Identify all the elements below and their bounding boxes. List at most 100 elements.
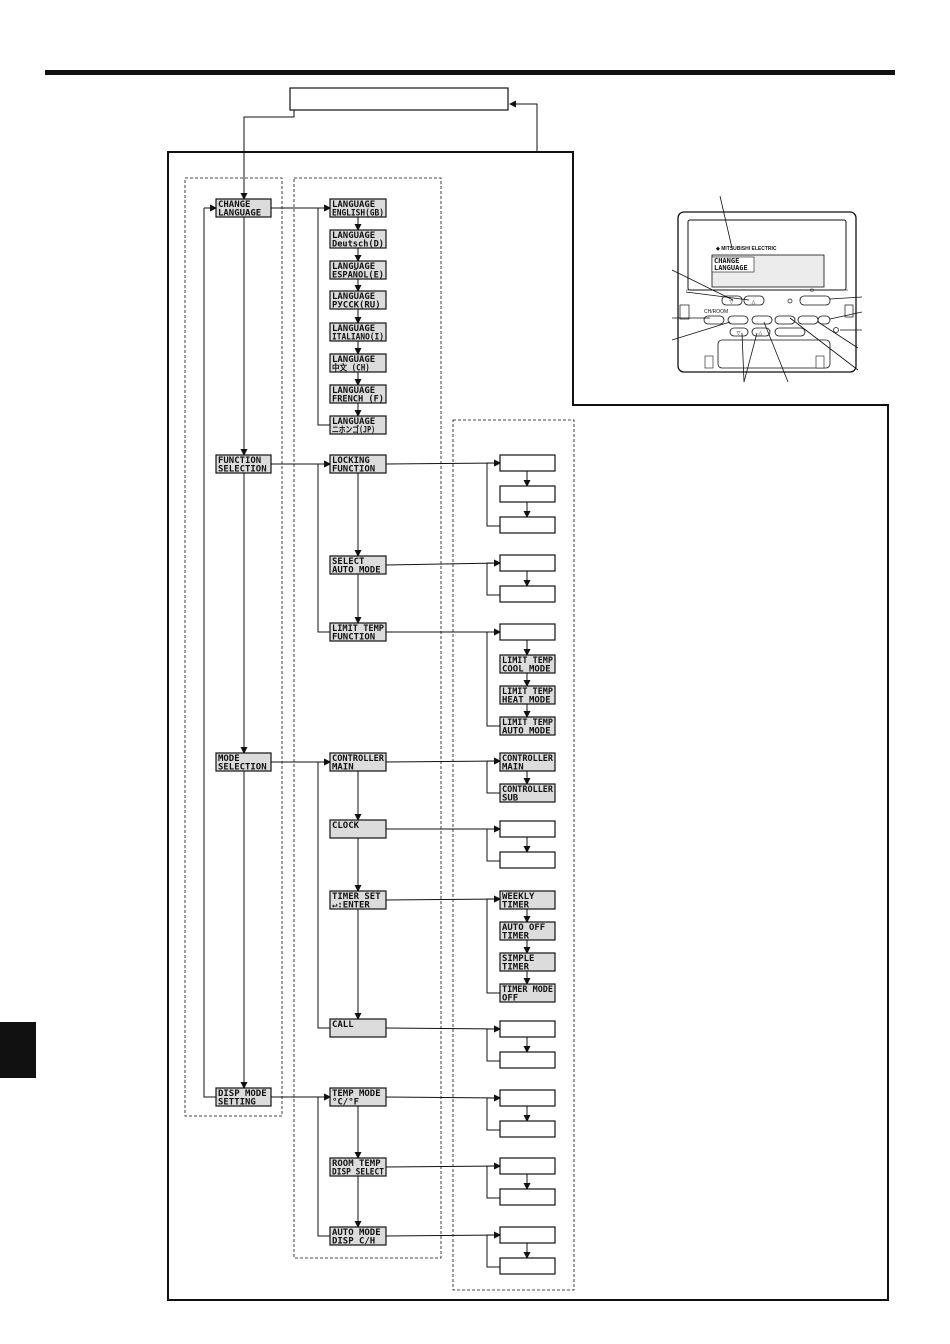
- lcd-line: ENGLISH(GB): [332, 209, 384, 219]
- top-entry-box: [289, 87, 509, 111]
- operation-lamp: [787, 298, 793, 304]
- lcd-line: SELECTION: [218, 465, 267, 475]
- select-auto-option: [499, 554, 556, 572]
- temp-up-button[interactable]: △: [743, 295, 765, 306]
- temp-up-button-shape[interactable]: [743, 295, 765, 306]
- timer-return-line: [486, 899, 500, 994]
- callout-leader-line: [685, 291, 750, 301]
- fan-button-shape[interactable]: [751, 315, 773, 325]
- mode-item: CLOCK: [329, 819, 387, 839]
- lcd-box-frame: [329, 1226, 387, 1246]
- lcd-line: LANGUAGE: [332, 231, 375, 241]
- call-return-line: [486, 1029, 500, 1062]
- filter-button[interactable]: [817, 315, 831, 325]
- lcd-box-frame: [499, 554, 556, 572]
- mode-button-shape[interactable]: [727, 315, 749, 325]
- callout-leader-line: [671, 269, 734, 301]
- lcd-box-frame: [215, 752, 272, 772]
- on-off-button[interactable]: [799, 295, 831, 306]
- remote-cover: [717, 339, 831, 369]
- set-button[interactable]: [774, 327, 806, 337]
- lcd-box-frame: [329, 890, 387, 910]
- temp-mode-option: [499, 1089, 556, 1107]
- entry-down-arrow: [240, 110, 295, 200]
- reset-button[interactable]: [833, 327, 839, 333]
- ch-room-label: CH/ROOM: [704, 309, 728, 315]
- lcd-line: LIMIT TEMP: [502, 687, 553, 697]
- lcd-line: TIMER: [502, 932, 530, 942]
- lcd-box-frame: [215, 454, 272, 474]
- lcd-line: FUNCTION: [332, 465, 375, 475]
- temp-down-button[interactable]: ▽: [721, 295, 743, 306]
- lcd-box-frame: [499, 1020, 556, 1038]
- fan-button[interactable]: [751, 315, 773, 325]
- on-off-button-shape[interactable]: [799, 295, 831, 306]
- callout-leader-line: [763, 321, 789, 383]
- remote-lcd-line: CHANGE: [714, 257, 739, 265]
- lcd-line: LANGUAGE: [332, 324, 375, 334]
- lcd-line: OFF: [502, 994, 518, 1004]
- lcd-line: DISP MODE: [218, 1089, 267, 1099]
- clock-option: [499, 820, 556, 838]
- lcd-line: FRENCH (F): [332, 395, 384, 405]
- select-auto-enter-arrow: [385, 559, 501, 567]
- lcd-box-frame: [329, 229, 387, 249]
- auto-mode-disp-enter-arrow: [385, 1231, 501, 1239]
- lcd-box-frame: [499, 820, 556, 838]
- lcd-line: °C/°F: [332, 1098, 359, 1108]
- lcd-box-frame: [329, 353, 387, 373]
- limit-temp-option: [499, 623, 556, 641]
- temp-up-button-glyph: △: [752, 300, 756, 306]
- mode-button[interactable]: [727, 315, 749, 325]
- hinge-right: [815, 355, 825, 369]
- lcd-line: TIMER SET: [332, 892, 381, 902]
- lcd-line: LIMIT TEMP: [502, 656, 553, 666]
- ch-room-button[interactable]: [703, 315, 725, 325]
- mode-return-line: [317, 762, 330, 1029]
- function-return-line: [317, 464, 330, 633]
- return-arrow: [509, 100, 538, 152]
- louver-button[interactable]: [797, 315, 819, 325]
- column-1-dashed-frame: [184, 177, 283, 1117]
- col1-return-line: [203, 208, 216, 1098]
- louver-button-shape[interactable]: [797, 315, 819, 325]
- remote-lcd-message-frame: [711, 256, 755, 273]
- lcd-box-frame: [499, 921, 556, 941]
- lcd-line: LANGUAGE: [218, 209, 261, 219]
- outer-frame: [167, 151, 889, 1301]
- call-enter-arrow: [385, 1025, 501, 1033]
- lcd-line: FUNCTION: [218, 456, 261, 466]
- set-button-shape[interactable]: [774, 327, 806, 337]
- side-switch-right[interactable]: [844, 304, 854, 318]
- mode-item: CALL: [329, 1018, 387, 1038]
- timer-down-button[interactable]: ▽: [729, 327, 749, 337]
- filter-button-shape[interactable]: [817, 315, 831, 325]
- callout-leader-line: [671, 321, 731, 341]
- lcd-box-frame: [499, 1120, 556, 1138]
- ch-room-button-shape[interactable]: [703, 315, 725, 325]
- lcd-box-frame: [215, 198, 272, 218]
- lcd-line: SELECT: [332, 557, 364, 567]
- power-icon: ⏻: [810, 288, 814, 294]
- locking-option: [499, 454, 556, 472]
- timer-down-button-glyph: ▽: [737, 331, 741, 337]
- timer-down-button-shape[interactable]: [729, 327, 749, 337]
- lcd-line: CHANGE: [218, 200, 250, 210]
- call-option: [499, 1051, 556, 1069]
- timer-up-button-glyph: △: [759, 331, 763, 337]
- lcd-box-frame: [329, 384, 387, 404]
- lcd-line: CALL: [332, 1020, 354, 1030]
- side-switch[interactable]: [679, 304, 690, 320]
- remote-controller: ◆ MITSUBISHI ELECTRICCHANGELANGUAGE▽△▽△⏻…: [671, 195, 863, 383]
- select-auto-option: [499, 585, 556, 603]
- callout-leader-line: [829, 296, 863, 300]
